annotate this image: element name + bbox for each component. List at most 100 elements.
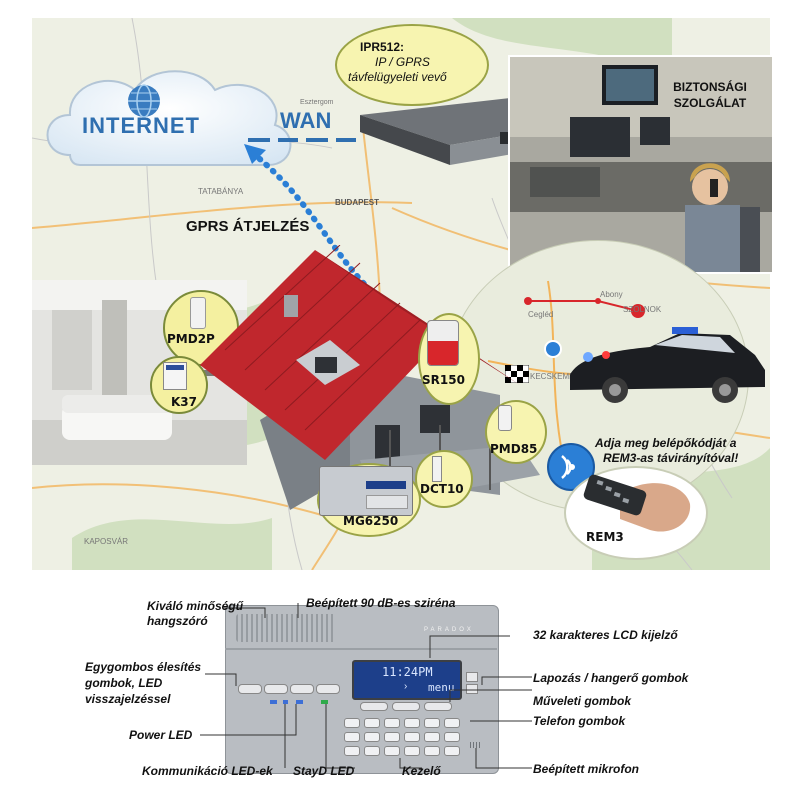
callout-siren: Beépített 90 dB-es sziréna <box>306 596 456 610</box>
onetouch-button-1[interactable] <box>238 684 262 694</box>
receiver-bubble <box>335 24 489 106</box>
dct10-sensor <box>432 456 442 482</box>
dct10-label: DCT10 <box>420 482 464 496</box>
place-szolnok: SZOLNOK <box>623 305 662 314</box>
callout-mic: Beépített mikrofon <box>533 762 640 776</box>
speaker-grille <box>236 614 336 642</box>
receiver-line3: távfelügyeleti vevő <box>348 70 447 84</box>
pmd85-sensor <box>498 405 512 431</box>
place-esztergom: Esztergom <box>300 99 334 106</box>
onetouch-button-3[interactable] <box>290 684 314 694</box>
lcd-line2: menu <box>428 681 455 694</box>
security-office-illustration <box>510 57 772 272</box>
callout-stayd: StayD LED <box>293 764 355 778</box>
wireless-signal-icon <box>547 443 595 491</box>
pmd2p-sensor <box>190 297 206 329</box>
lcd-arrow-icon: › <box>404 681 408 692</box>
k37-keypad <box>163 362 187 390</box>
place-kecskemet: KECSKEMÉT <box>530 372 580 381</box>
brand-logo: PARADOX <box>424 627 474 633</box>
callout-action: Műveleti gombok <box>533 694 632 708</box>
police-car <box>570 327 765 403</box>
keypad-key[interactable] <box>344 746 360 756</box>
callout-phone: Telefon gombok <box>533 714 626 728</box>
mg6250-panel <box>319 466 413 516</box>
keypad-key[interactable] <box>444 732 460 742</box>
keypad-key[interactable] <box>424 718 440 728</box>
callout-onetouch-1: Egygombos élesítés <box>85 660 202 674</box>
internet-cloud <box>46 70 292 166</box>
keypad-key[interactable] <box>424 732 440 742</box>
place-cegled: Cegléd <box>528 310 554 319</box>
keypad-key[interactable] <box>384 732 400 742</box>
keypad-key[interactable] <box>404 718 420 728</box>
callout-speaker-2: hangszóró <box>147 614 208 628</box>
place-tatabanya: TATABÁNYA <box>198 187 244 196</box>
stayd-led <box>321 700 328 704</box>
power-led <box>296 700 303 704</box>
keypad-key[interactable] <box>444 746 460 756</box>
wan-label: WAN <box>280 108 332 133</box>
keypad-key[interactable] <box>364 732 380 742</box>
panel-divider <box>225 648 497 650</box>
keypad-key[interactable] <box>344 718 360 728</box>
callout-comm: Kommunikáció LED-ek <box>142 764 273 778</box>
keypad-key[interactable] <box>404 732 420 742</box>
keypad-key[interactable] <box>364 746 380 756</box>
keypad-key[interactable] <box>384 718 400 728</box>
callout-speaker-1: Kiváló minőségű <box>147 599 244 613</box>
action-button-2[interactable] <box>392 702 420 711</box>
comm-led-1 <box>270 700 277 704</box>
keypad-key[interactable] <box>404 746 420 756</box>
lcd-display: 11:24PM menu › <box>352 660 462 700</box>
sr150-label: SR150 <box>422 373 465 387</box>
callout-onetouch-2: gombok, LED <box>85 676 163 690</box>
scroll-down-button[interactable] <box>466 684 478 694</box>
keypad-key[interactable] <box>364 718 380 728</box>
receiver-line2: IP / GPRS <box>375 55 430 69</box>
dct10-badge <box>415 450 473 508</box>
remote-message-line1: Adja meg belépőkódját a <box>595 436 737 450</box>
keypad-key[interactable] <box>424 746 440 756</box>
security-line2: SZOLGÁLAT <box>673 96 747 110</box>
finish-flag-icon <box>505 365 529 383</box>
action-button-3[interactable] <box>424 702 452 711</box>
comm-led-2 <box>283 700 288 704</box>
mg6250-label: MG6250 <box>343 514 399 528</box>
keypad-key[interactable] <box>384 746 400 756</box>
callout-scroll: Lapozás / hangerő gombok <box>533 671 689 685</box>
gprs-label: GPRS ÁTJELZÉS <box>186 218 310 235</box>
pmd2p-label: PMD2P <box>167 332 215 346</box>
callout-keypad: Kezelő <box>402 764 441 778</box>
callout-power: Power LED <box>129 728 193 742</box>
sr150-siren <box>427 320 459 366</box>
keypad-key[interactable] <box>344 732 360 742</box>
callout-lines <box>200 603 532 769</box>
remote-message-line2: REM3-as távirányítóval! <box>603 451 739 465</box>
onetouch-button-4[interactable] <box>316 684 340 694</box>
numeric-keypad <box>344 718 464 760</box>
onetouch-button-2[interactable] <box>264 684 288 694</box>
security-service-photo <box>508 55 774 274</box>
place-kaposvar: KAPOSVÁR <box>84 537 129 546</box>
pmd85-label: PMD85 <box>490 442 538 456</box>
microphone <box>470 742 480 748</box>
security-line1: BIZTONSÁGI <box>673 80 747 94</box>
keypad-key[interactable] <box>444 718 460 728</box>
globe-icon <box>128 84 160 118</box>
scroll-up-button[interactable] <box>466 672 478 682</box>
rem3-label: REM3 <box>586 530 624 544</box>
internet-label: INTERNET <box>82 113 200 138</box>
gprs-signal-path <box>244 144 373 293</box>
action-button-1[interactable] <box>360 702 388 711</box>
pmd85-badge <box>485 400 547 464</box>
receiver-title: IPR512: <box>360 40 405 54</box>
callout-onetouch-3: visszajelzéssel <box>85 692 171 706</box>
place-abony: Abony <box>600 290 623 299</box>
callout-lcd: 32 karakteres LCD kijelző <box>533 628 678 642</box>
k37-label: K37 <box>171 395 197 409</box>
lcd-line1: 11:24PM <box>382 665 433 679</box>
rem3-remote <box>583 474 691 532</box>
wan-dashes <box>248 138 356 142</box>
place-budapest: BUDAPEST <box>335 198 380 207</box>
